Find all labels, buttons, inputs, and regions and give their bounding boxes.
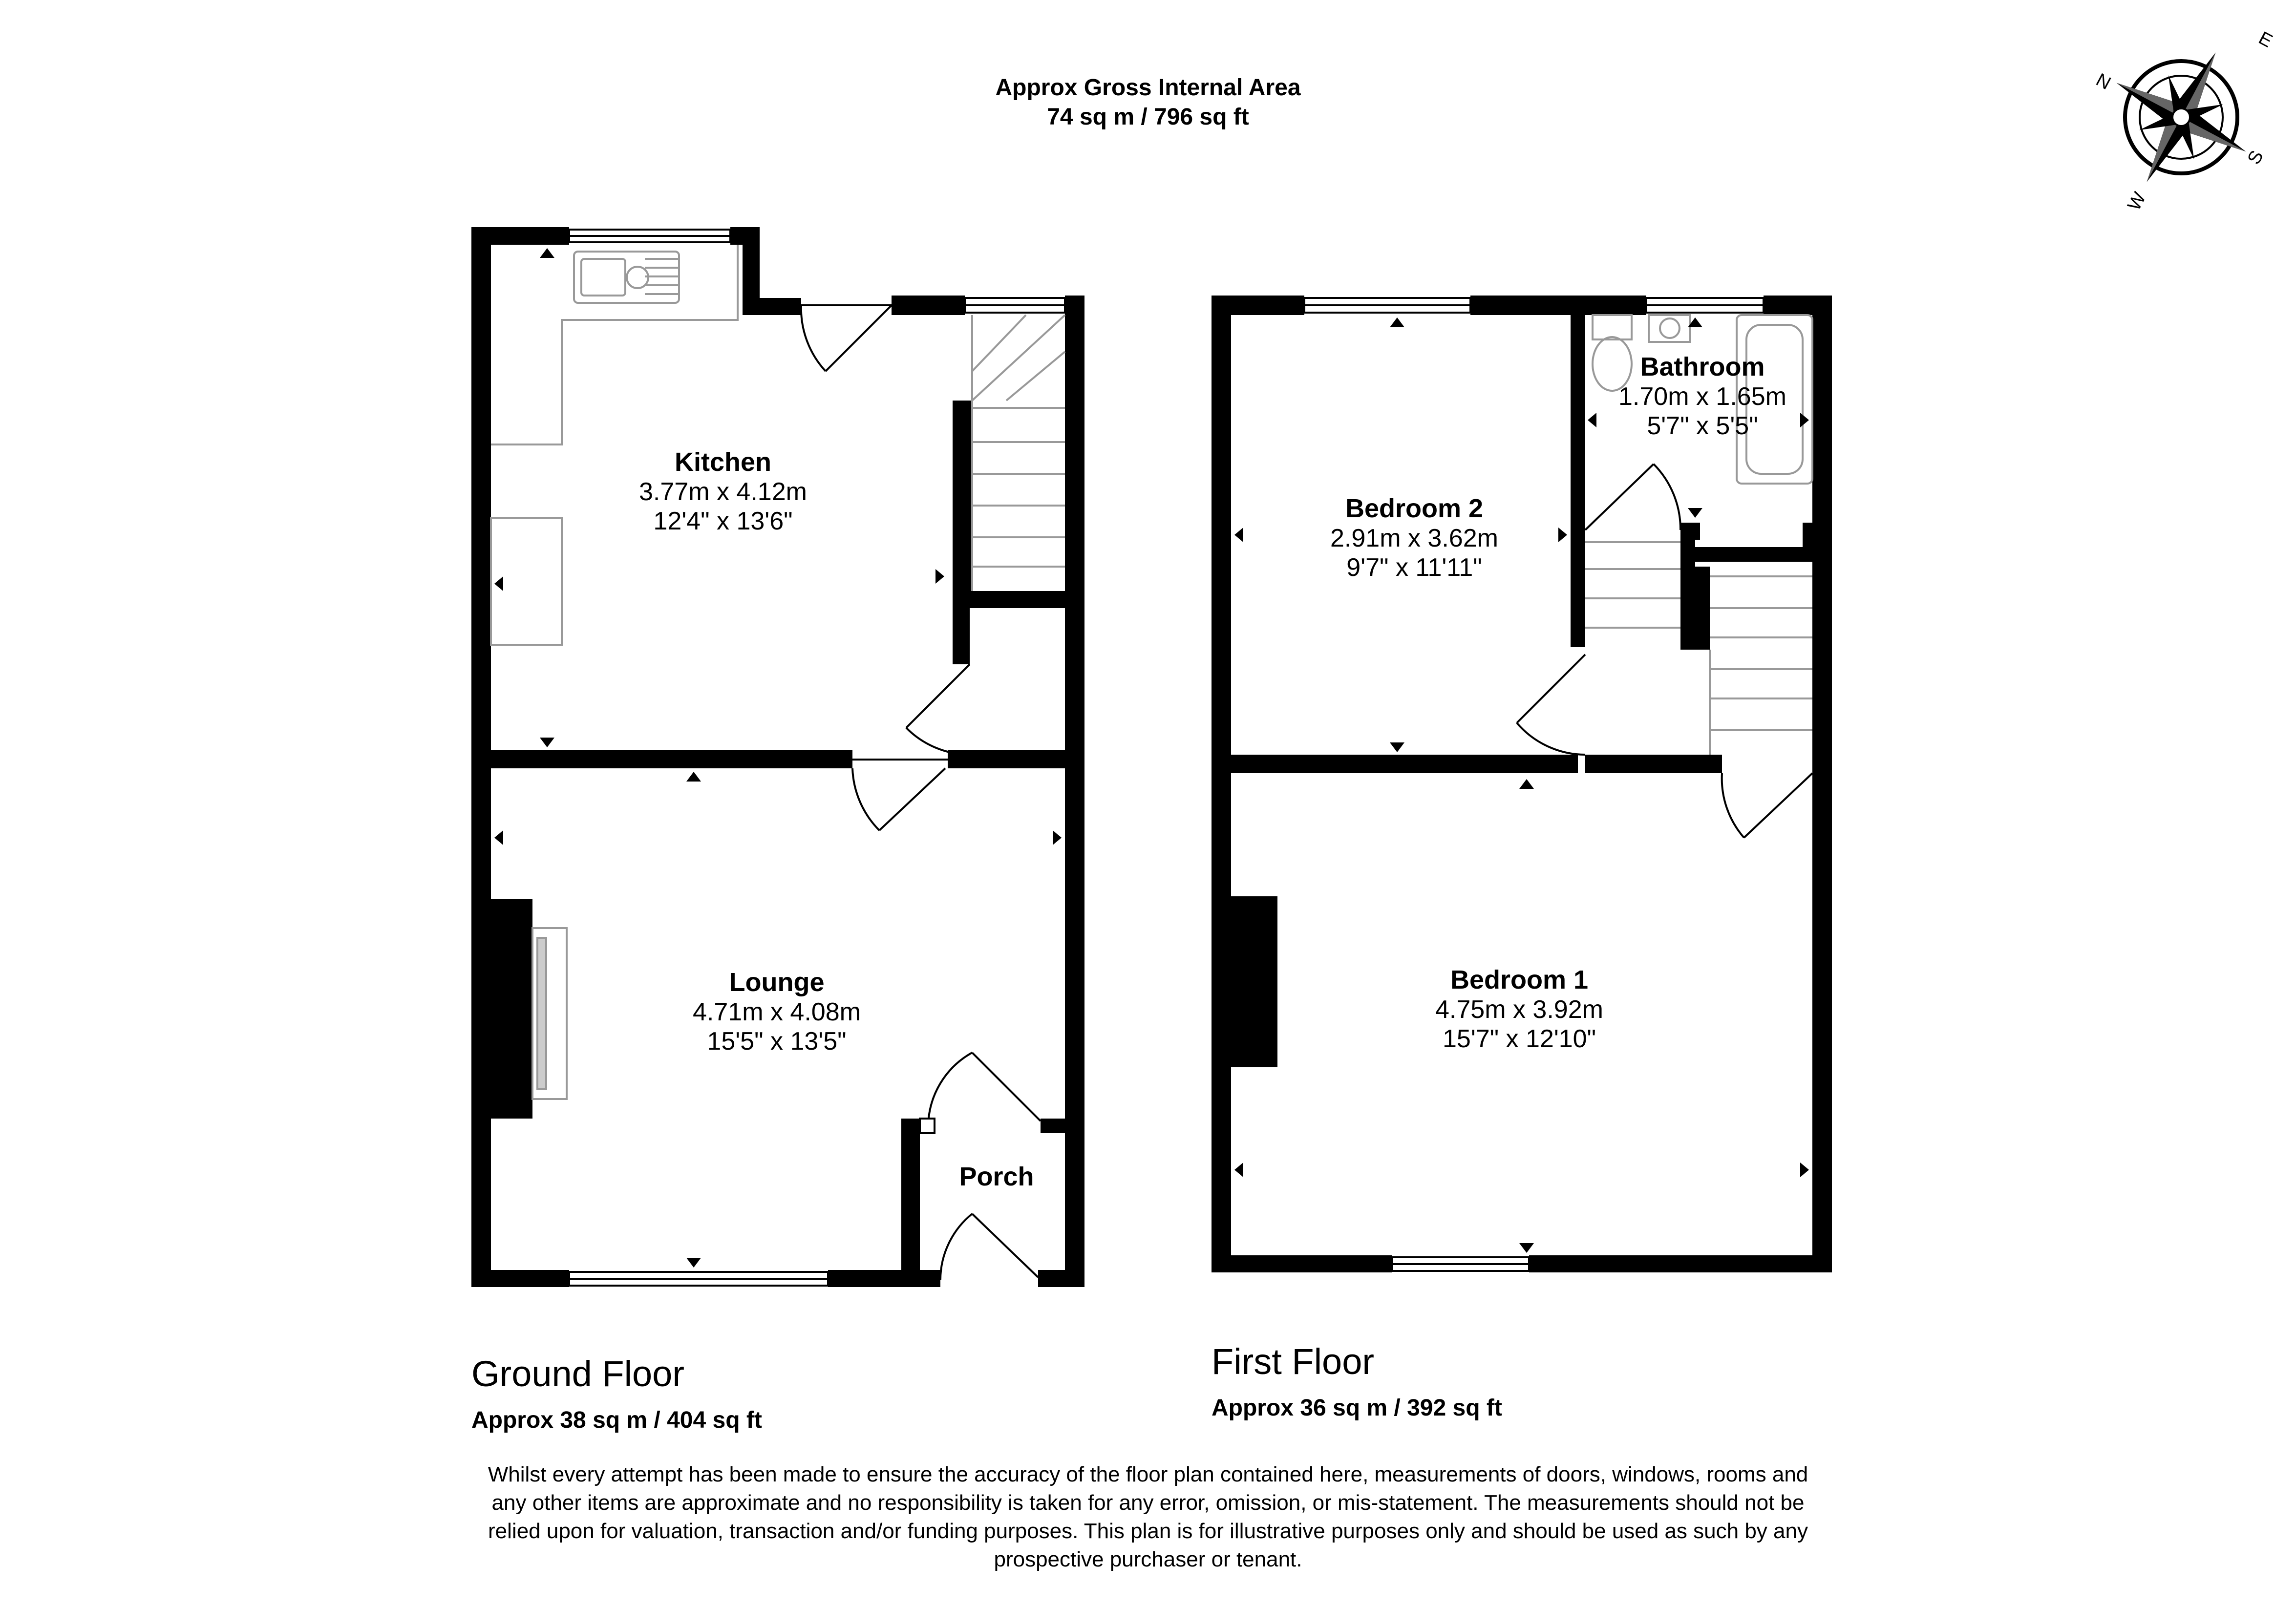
compass-letter-east: E (2255, 28, 2276, 52)
room-imperial: 15'7" x 12'10" (1442, 1025, 1596, 1053)
compass-rose (2116, 52, 2246, 182)
room-imperial: 9'7" x 11'11" (1346, 553, 1482, 582)
ground-floor-walls (471, 227, 1084, 1287)
disclaimer: Whilst every attempt has been made to en… (420, 1460, 1876, 1574)
compass-letter-south: S (2244, 147, 2268, 168)
room-name: Bathroom (1640, 352, 1765, 381)
room-metric: 2.91m x 3.62m (1330, 524, 1498, 552)
first-floor-windows (1303, 297, 1765, 1272)
first-floor-walls (1212, 296, 1832, 1272)
first-floor-title: First Floor (1212, 1341, 1374, 1382)
compass-letter-west: W (2124, 189, 2150, 214)
bathroom-fixtures (1592, 314, 1813, 485)
first-floor-area: Approx 36 sq m / 392 sq ft (1212, 1395, 1502, 1421)
disclaimer-line: Whilst every attempt has been made to en… (488, 1462, 1808, 1486)
ground-floor-doors (800, 304, 1042, 1280)
room-label-bedroom-1: Bedroom 1 4.75m x 3.92m 15'7" x 12'10" (1348, 965, 1690, 1054)
landing-stairs (1585, 541, 1812, 755)
ground-floor-title: Ground Floor (471, 1353, 684, 1394)
room-name: Lounge (729, 968, 825, 997)
first-floor-doors (1516, 463, 1813, 839)
compass-letter-north: N (2093, 69, 2114, 94)
room-name: Kitchen (674, 447, 772, 477)
room-label-porch: Porch (923, 1162, 1070, 1192)
room-name: Bedroom 2 (1345, 494, 1484, 523)
room-metric: 3.77m x 4.12m (639, 478, 807, 506)
room-label-kitchen: Kitchen 3.77m x 4.12m 12'4" x 13'6" (552, 447, 894, 536)
fireplace (531, 927, 568, 1100)
gross-area-title: Approx Gross Internal Area (995, 75, 1301, 101)
room-label-bedroom-2: Bedroom 2 2.91m x 3.62m 9'7" x 11'11" (1243, 493, 1585, 582)
ground-floor-area: Approx 38 sq m / 404 sq ft (471, 1407, 762, 1433)
kitchen-stairs (971, 314, 1066, 591)
room-imperial: 15'5" x 13'5" (707, 1027, 847, 1056)
disclaimer-line: any other items are approximate and no r… (491, 1491, 1805, 1515)
room-metric: 4.75m x 3.92m (1435, 995, 1603, 1024)
disclaimer-line: prospective purchaser or tenant. (994, 1547, 1302, 1571)
room-label-lounge: Lounge 4.71m x 4.08m 15'5" x 13'5" (606, 967, 948, 1056)
room-metric: 1.70m x 1.65m (1618, 382, 1786, 411)
room-name: Bedroom 1 (1450, 965, 1589, 994)
porch-fixture (919, 1118, 935, 1134)
gross-area-value: 74 sq m / 796 sq ft (1047, 104, 1249, 130)
disclaimer-line: relied upon for valuation, transaction a… (488, 1519, 1808, 1543)
dimension-arrows (494, 248, 1809, 1268)
kitchen-worktop (490, 245, 739, 646)
ground-floor-windows (568, 229, 1066, 1287)
room-metric: 4.71m x 4.08m (693, 998, 861, 1026)
room-imperial: 5'7" x 5'5" (1647, 412, 1758, 440)
room-label-bathroom: Bathroom 1.70m x 1.65m 5'7" x 5'5" (1580, 352, 1825, 441)
room-imperial: 12'4" x 13'6" (653, 507, 793, 535)
room-name: Porch (959, 1162, 1034, 1191)
